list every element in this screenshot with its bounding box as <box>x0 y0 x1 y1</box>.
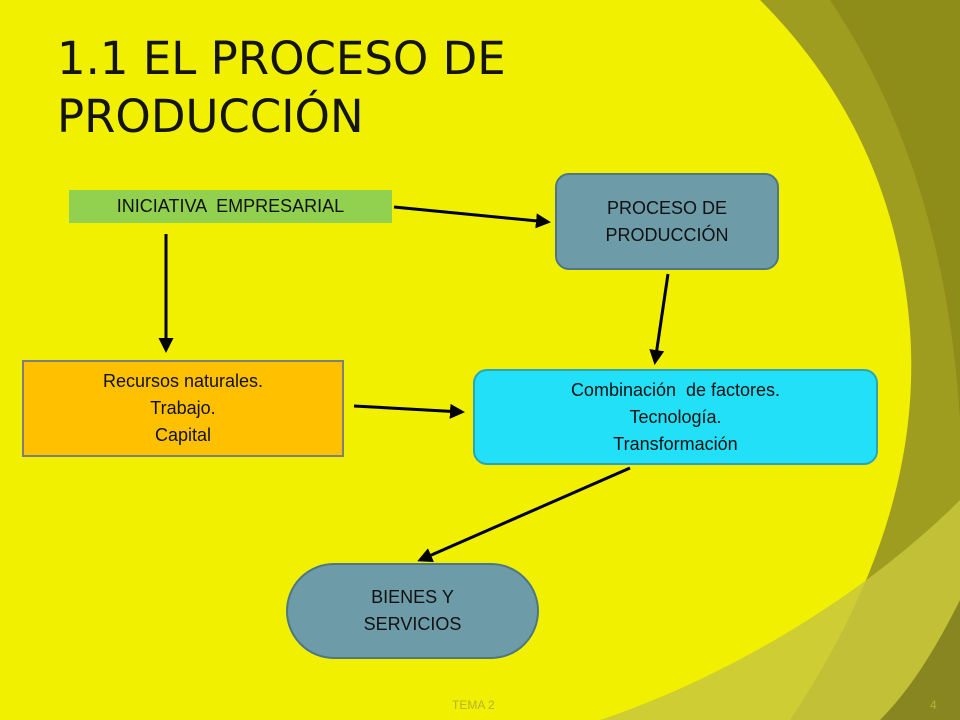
combination-box: Combinación de factores. Tecnología. Tra… <box>473 369 878 465</box>
resources-line: Trabajo. <box>150 398 216 418</box>
goods-line: BIENES Y <box>371 587 454 607</box>
process-line: PROCESO DE <box>606 197 727 218</box>
combination-line: Transformación <box>613 433 738 454</box>
footer-label: TEMA 2 <box>452 698 495 712</box>
combination-line: Combinación de factores. <box>570 379 781 400</box>
initiative-box: INICIATIVA EMPRESARIAL <box>69 190 392 223</box>
production-process-box: PROCESO DE PRODUCCIÓN <box>555 173 779 270</box>
page-number: 4 <box>930 698 937 712</box>
resources-line: Recursos naturales. <box>102 371 264 391</box>
goods-line: SERVICIOS <box>363 614 462 634</box>
combination-line: Tecnología. <box>629 406 722 427</box>
goods-services-box: BIENES Y SERVICIOS <box>286 563 539 659</box>
initiative-label: INICIATIVA EMPRESARIAL <box>116 196 345 216</box>
resources-line: Capital <box>154 425 211 445</box>
title-line-1: 1.1 EL PROCESO DE <box>57 32 506 85</box>
slide-title: 1.1 EL PROCESO DE PRODUCCIÓN <box>57 30 757 146</box>
title-line-2: PRODUCCIÓN <box>57 90 364 143</box>
resources-box: Recursos naturales. Trabajo. Capital <box>22 360 344 457</box>
process-line: PRODUCCIÓN <box>605 224 729 245</box>
